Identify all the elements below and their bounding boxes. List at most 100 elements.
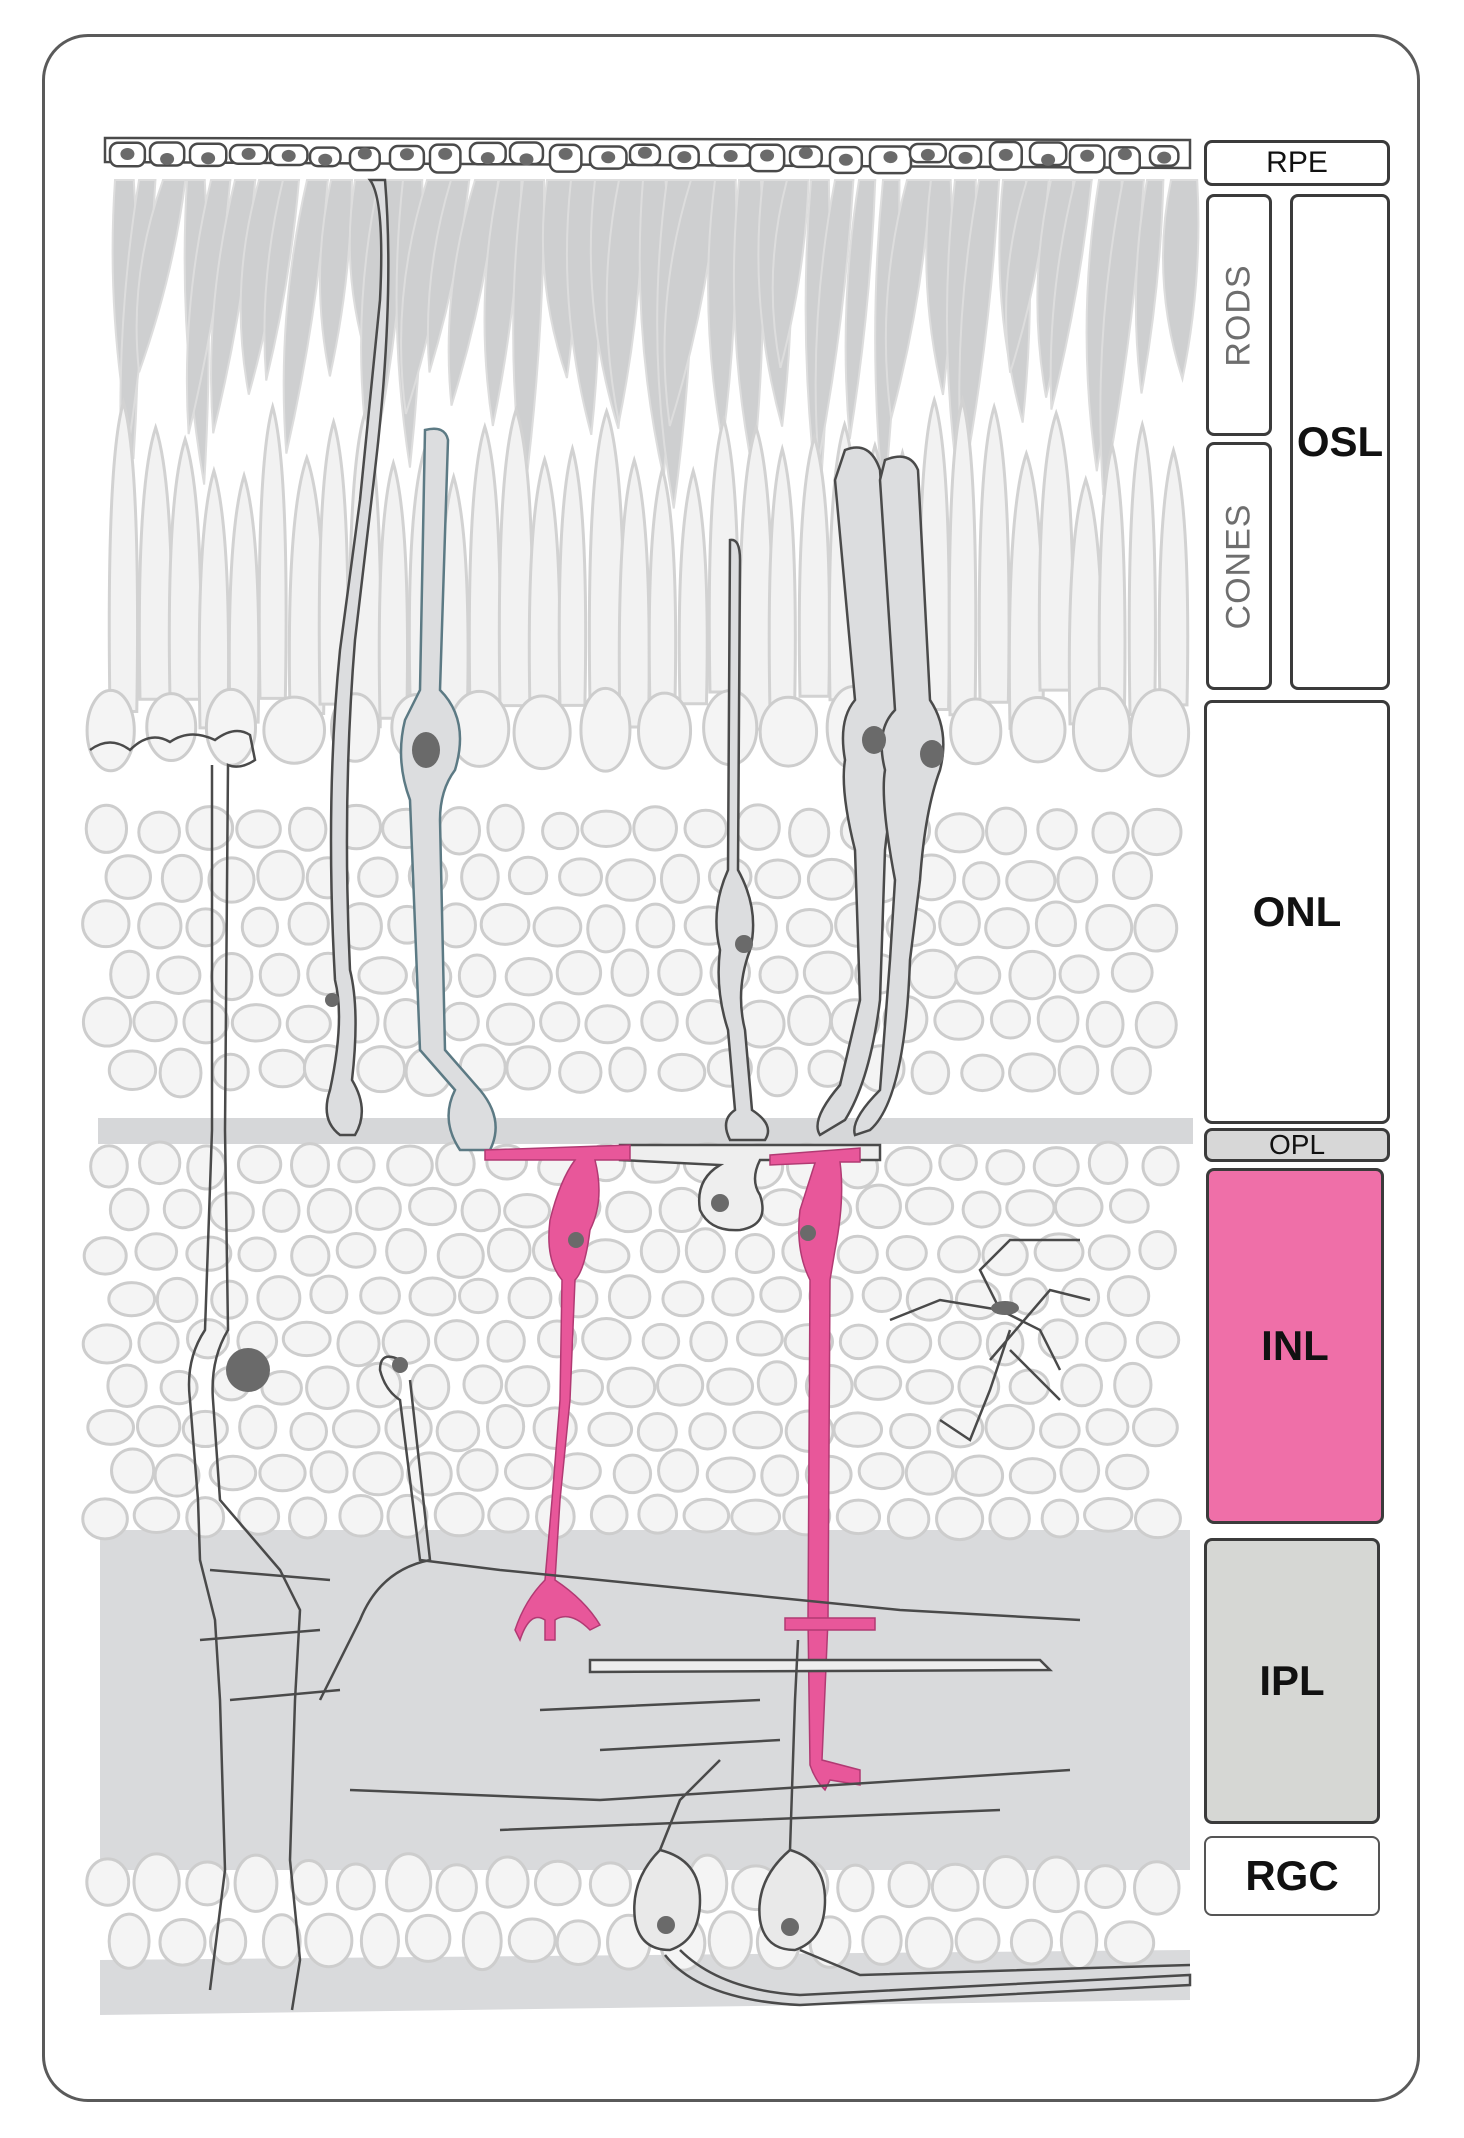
inl-nucleus	[435, 1493, 483, 1535]
cone-nucleus	[264, 697, 325, 763]
inl-nucleus	[462, 1190, 499, 1231]
rpe-nucleus	[601, 151, 615, 163]
onl-nucleus	[289, 808, 325, 850]
inl-nucleus	[591, 1496, 627, 1534]
gcl-nucleus	[291, 1860, 326, 1904]
inl-nucleus	[906, 1452, 953, 1494]
onl-nucleus	[610, 1048, 645, 1091]
inl-nucleus	[907, 1371, 952, 1404]
inl-nucleus	[238, 1146, 280, 1182]
onl-nucleus	[607, 860, 655, 901]
inl-nucleus	[338, 1322, 379, 1366]
inner-segment	[619, 460, 649, 727]
inl-nucleus	[1042, 1500, 1078, 1537]
onl-nucleus	[789, 996, 831, 1044]
inl-nucleus	[888, 1324, 931, 1362]
inner-segment	[169, 439, 201, 699]
onl-nucleus	[507, 1047, 550, 1089]
inl-nucleus	[986, 1405, 1033, 1448]
inl-nucleus	[589, 1413, 632, 1445]
inl-nucleus	[239, 1238, 275, 1271]
inl-nucleus	[83, 1325, 131, 1363]
gcl-nucleus	[263, 1915, 300, 1968]
inl-nucleus	[1041, 1414, 1080, 1447]
inner-segment	[769, 449, 795, 711]
inl-nucleus	[1055, 1188, 1102, 1225]
onl-nucleus	[211, 954, 252, 1000]
onl-nucleus	[481, 904, 529, 944]
inl-nucleus	[408, 1453, 451, 1495]
onl-nucleus	[509, 857, 546, 893]
inl-nucleus	[708, 1369, 753, 1404]
onl-nucleus	[586, 1006, 629, 1043]
inl-nucleus	[684, 1499, 729, 1532]
outer-segment	[708, 180, 736, 443]
cone-nucleus	[1073, 688, 1130, 770]
inl-nucleus	[210, 1193, 253, 1231]
onl-nucleus	[459, 955, 495, 996]
onl-nucleus	[109, 1051, 155, 1090]
rpe-nucleus	[1157, 152, 1171, 164]
rpe-nucleus	[1080, 150, 1094, 162]
inl-nucleus	[857, 1185, 900, 1227]
onl-nucleus	[560, 859, 602, 895]
gcl-nucleus	[709, 1912, 751, 1968]
outer-segment	[1163, 180, 1198, 379]
onl-nucleus	[1135, 905, 1177, 951]
onl-nucleus	[986, 909, 1029, 948]
onl-nucleus	[237, 811, 281, 847]
onl-nucleus	[162, 855, 201, 901]
rpe-nucleus	[883, 151, 897, 163]
rpe-nucleus	[677, 151, 691, 163]
inner-segment	[979, 407, 1009, 702]
inl-nucleus	[886, 1147, 931, 1185]
label-rods-text: RODS	[1220, 264, 1259, 366]
rpe-nucleus	[242, 148, 256, 160]
label-inl-text: INL	[1261, 1322, 1329, 1370]
inl-nucleus	[608, 1368, 655, 1407]
label-cones-text: CONES	[1220, 503, 1259, 629]
inl-nucleus	[713, 1279, 753, 1315]
label-onl-text: ONL	[1253, 888, 1342, 936]
inl-nucleus	[506, 1367, 549, 1406]
inl-nucleus	[410, 1188, 456, 1224]
gcl-nucleus	[1011, 1920, 1051, 1964]
inner-segment	[229, 476, 259, 722]
onl-nucleus	[543, 813, 578, 848]
onl-nucleus	[1114, 853, 1152, 899]
onl-nucleus	[111, 951, 149, 997]
cone-nucleus	[147, 694, 196, 761]
onl-nucleus	[106, 856, 150, 899]
inl-nucleus	[956, 1456, 1003, 1495]
inl-nucleus	[388, 1495, 427, 1537]
onl-nucleus	[737, 805, 780, 850]
label-ipl-text: IPL	[1259, 1657, 1324, 1705]
inl-nucleus	[140, 1142, 180, 1184]
inl-nucleus	[1062, 1365, 1102, 1406]
inl-nucleus	[582, 1240, 628, 1272]
cone-nucleus	[1130, 690, 1188, 776]
inl-nucleus	[84, 1238, 126, 1274]
onl-nucleus	[258, 851, 304, 899]
inl-nucleus	[505, 1195, 550, 1227]
inl-nucleus	[354, 1453, 402, 1495]
gcl-nucleus	[1086, 1866, 1125, 1908]
inl-nucleus	[459, 1279, 497, 1312]
onl-nucleus	[1133, 809, 1181, 854]
inner-segment	[1129, 425, 1155, 715]
inl-nucleus	[1143, 1147, 1178, 1185]
label-rpe-text: RPE	[1266, 146, 1328, 180]
inl-nucleus	[732, 1500, 780, 1534]
onl-nucleus	[1093, 813, 1128, 852]
rpe-nucleus	[839, 154, 853, 166]
inl-nucleus	[643, 1324, 679, 1358]
onl-nucleus	[439, 808, 479, 854]
gcl-nucleus	[1105, 1922, 1153, 1964]
inl-nucleus	[738, 1322, 783, 1355]
onl-nucleus	[358, 1047, 405, 1092]
onl-nucleus	[1087, 905, 1132, 949]
onl-nucleus	[1136, 1003, 1176, 1048]
onl-nucleus	[213, 1054, 249, 1090]
rpe-nucleus	[799, 147, 813, 159]
gcl-nucleus	[590, 1863, 630, 1905]
